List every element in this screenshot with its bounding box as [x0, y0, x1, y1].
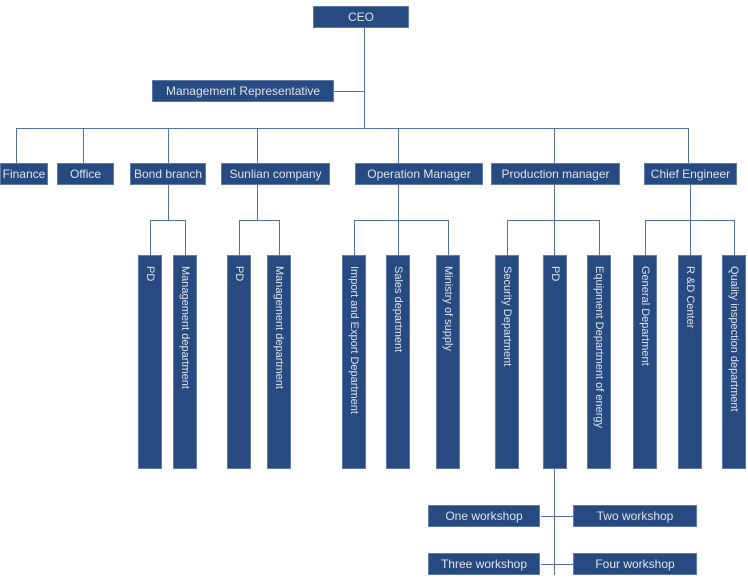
line-mgmt-rep-connector	[334, 91, 364, 92]
node-import-export-department: Import and Export Department	[342, 255, 366, 469]
line-stem	[257, 185, 258, 220]
node-quality-inspection-department: Quality inspection department	[722, 255, 746, 469]
line-drop	[398, 128, 399, 163]
node-four-workshop: Four workshop	[573, 553, 697, 575]
line-stem	[554, 185, 555, 220]
line-bracket-drop	[398, 220, 399, 255]
node-chief-engineer: Chief Engineer	[644, 163, 737, 185]
node-rd-center: R &D Center	[678, 255, 702, 469]
node-sunlian-company: Sunlian company	[221, 163, 330, 185]
line-drop	[168, 128, 169, 163]
line-bracket-drop	[554, 220, 555, 255]
node-three-workshop: Three workshop	[428, 553, 540, 575]
node-two-workshop: Two workshop	[573, 505, 697, 527]
line-bracket	[150, 220, 186, 221]
node-management-representative: Management Representative	[152, 80, 334, 102]
node-production-manager: Production manager	[491, 163, 620, 185]
line-drop	[257, 128, 258, 163]
line-drop	[16, 128, 17, 163]
line-bracket-drop	[448, 220, 449, 255]
node-sales-department: Sales department	[386, 255, 410, 469]
node-general-department: General Department	[633, 255, 657, 469]
line-bracket-drop	[507, 220, 508, 255]
node-sunlian-management-department: Management department	[267, 255, 291, 469]
line-bracket-drop	[354, 220, 355, 255]
node-ceo: CEO	[313, 6, 409, 28]
node-security-department: Security Department	[495, 255, 519, 469]
line-bracket-drop	[734, 220, 735, 255]
node-production-pd: PD	[543, 255, 567, 469]
line-bracket-drop	[645, 220, 646, 255]
line-bracket-drop	[150, 220, 151, 255]
line-workshop-connector	[541, 564, 573, 565]
node-operation-manager: Operation Manager	[355, 163, 483, 185]
line-stem	[398, 185, 399, 220]
node-bond-pd: PD	[138, 255, 162, 469]
line-bracket-drop	[185, 220, 186, 255]
line-bracket	[507, 220, 600, 221]
node-bond-branch: Bond branch	[130, 163, 206, 185]
line-bracket-drop	[690, 220, 691, 255]
node-office: Office	[57, 163, 114, 185]
line-ceo-trunk	[364, 27, 365, 128]
node-one-workshop: One workshop	[428, 505, 540, 527]
line-workshop-connector	[541, 516, 573, 517]
line-stem	[168, 185, 169, 220]
line-main-horizontal	[16, 128, 689, 129]
line-workshop-trunk	[554, 469, 555, 575]
node-ministry-of-supply: Ministry of supply	[436, 255, 460, 469]
node-finance: Finance	[0, 163, 48, 185]
line-bracket-drop	[279, 220, 280, 255]
line-stem	[690, 185, 691, 220]
line-bracket-drop	[599, 220, 600, 255]
line-bracket	[239, 220, 280, 221]
line-drop	[688, 128, 689, 163]
line-drop	[83, 128, 84, 163]
line-bracket	[354, 220, 449, 221]
line-drop	[554, 128, 555, 163]
node-equipment-department-of-energy: Equipment Department of energy	[587, 255, 611, 469]
node-sunlian-pd: PD	[227, 255, 251, 469]
node-bond-management-department: Management department	[173, 255, 197, 469]
line-bracket-drop	[239, 220, 240, 255]
